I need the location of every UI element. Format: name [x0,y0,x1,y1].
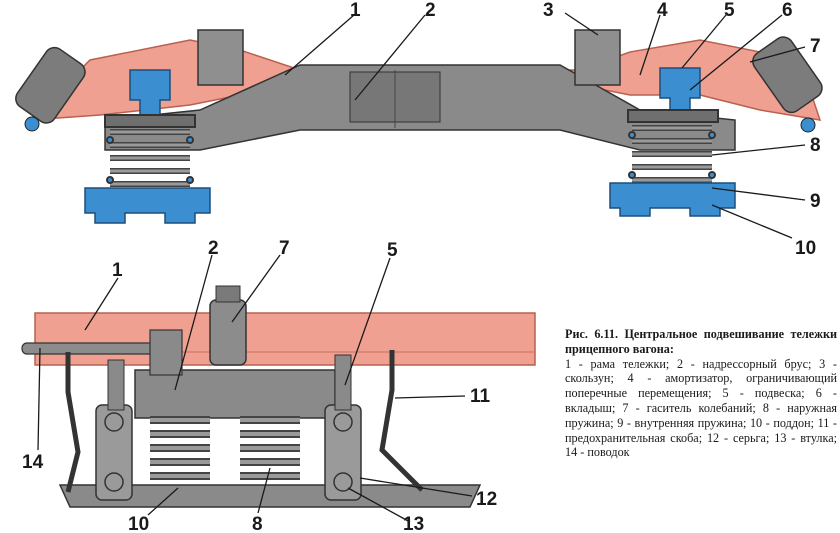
side-bearing-left [197,29,244,86]
callout-bottom-2: 2 [208,238,219,259]
spring-set-left [104,114,196,200]
callout-bottom-14: 14 [22,452,44,473]
damper-left [15,46,86,124]
leader-lines [37,12,806,523]
callout-bottom-13: 13 [403,514,424,533]
bushing-left-upper [104,412,124,432]
caption-body: 1 - рама тележки; 2 - надрессорный брус;… [565,356,837,460]
callout-top-6: 6 [782,0,793,21]
callout-top-10: 10 [795,238,816,259]
callout-bottom-10: 10 [128,514,149,533]
callout-bottom-8: 8 [252,514,263,533]
side-bearing-right [574,29,621,86]
callouts-top: 1 2 3 4 5 6 7 8 9 10 [350,0,821,259]
damper-left-eye [24,116,40,132]
callout-top-7: 7 [810,36,821,57]
figure-caption: Рис. 6.11. Центральное подвешивание теле… [565,327,837,460]
bushing-right-lower [333,472,353,492]
callout-bottom-7: 7 [279,238,290,259]
top-view [15,29,823,224]
callouts-bottom: 1 2 7 5 11 14 12 13 10 8 [22,238,497,533]
callout-top-8: 8 [810,135,821,156]
hanger-right [659,67,701,114]
bottom-view [21,285,536,508]
safety-bracket-left [65,352,81,493]
radius-rod [21,342,158,355]
spring-pan-right [609,182,736,217]
bushing-left-lower [104,472,124,492]
spring-pan-left [84,187,211,224]
caption-title: Рис. 6.11. Центральное подвешивание теле… [565,327,837,356]
callout-top-3: 3 [543,0,554,21]
outer-springs-side [150,416,300,480]
safety-bracket-right [379,350,424,492]
bolster-beam-side [134,369,336,419]
callout-top-4: 4 [657,0,668,21]
hanger-right-side [334,354,352,411]
callout-top-5: 5 [724,0,735,21]
callout-top-2: 2 [425,0,436,21]
callout-top-1: 1 [350,0,361,21]
hanger-left-side [107,359,125,411]
bushing-right-upper [333,412,353,432]
damper-right-eye [800,117,816,133]
callout-bottom-5: 5 [387,240,398,261]
callout-bottom-11: 11 [470,386,491,407]
callout-bottom-1: 1 [112,260,123,281]
callout-bottom-12: 12 [476,489,497,510]
bogie-frame-side [34,312,536,366]
callout-top-9: 9 [810,191,821,212]
spring-set-right [627,109,719,196]
